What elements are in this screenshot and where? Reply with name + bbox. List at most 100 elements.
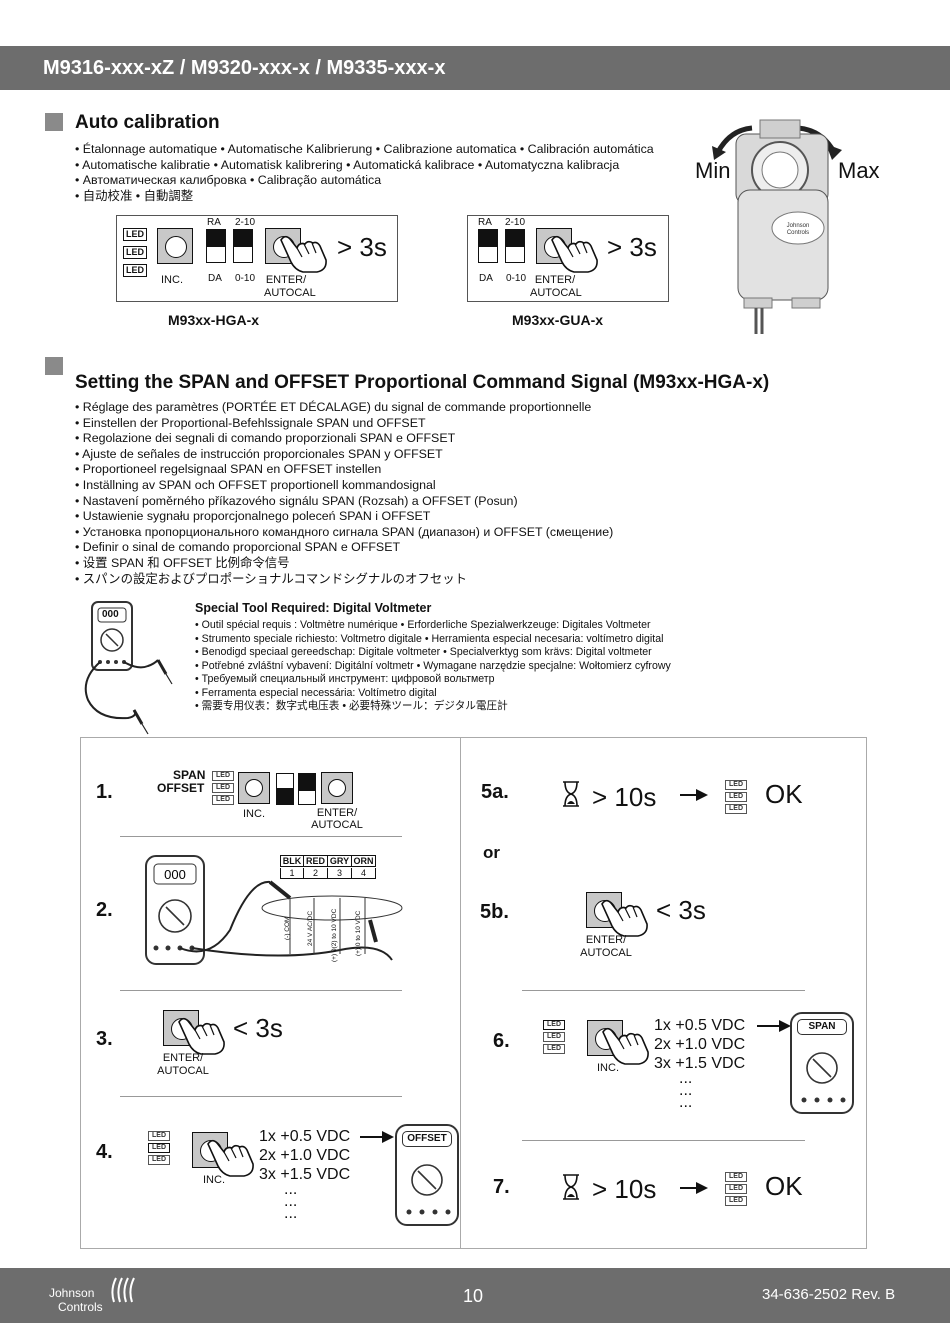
autocal-text: AUTOCAL bbox=[580, 947, 632, 959]
wire-color-table: BLK RED GRY ORN bbox=[280, 855, 376, 867]
document-number: 34-636-2502 Rev. B bbox=[762, 1286, 896, 1303]
pressing-hand-icon bbox=[280, 235, 327, 273]
range-switch[interactable] bbox=[233, 229, 253, 263]
range-switch[interactable] bbox=[505, 229, 525, 263]
inc-label: INC. bbox=[597, 1062, 619, 1074]
step-divider bbox=[120, 1096, 402, 1097]
terminal-number: 2 bbox=[304, 868, 328, 879]
enter-text: ENTER/ bbox=[316, 807, 358, 819]
voltage-step: 2x +1.0 VDC bbox=[259, 1147, 351, 1164]
wire-color: GRY bbox=[328, 855, 352, 867]
enter-autocal-label: ENTER/ AUTOCAL bbox=[530, 274, 582, 300]
voltage-step: 3x +1.5 VDC bbox=[259, 1166, 351, 1183]
led-stack: LED LED LED bbox=[123, 224, 147, 278]
steps-frame bbox=[80, 737, 867, 1249]
section-title-auto-calibration: Auto calibration bbox=[75, 112, 220, 133]
enter-autocal-label: ENTER/ AUTOCAL bbox=[264, 274, 316, 300]
bullet: • Установка пропорционального командного… bbox=[75, 524, 614, 539]
step-divider bbox=[522, 1140, 805, 1141]
inc-label: INC. bbox=[203, 1174, 225, 1186]
led-indicator: LED bbox=[123, 228, 147, 241]
offset-label: OFFSET bbox=[157, 781, 205, 795]
model-hga-label: M93xx-HGA-x bbox=[168, 312, 260, 328]
step-divider bbox=[522, 990, 805, 991]
voltage-step-ellipsis: ... bbox=[284, 1193, 298, 1210]
bullet: • Ustawienie sygnału proporcjonalnego po… bbox=[75, 509, 431, 524]
min-label: Min bbox=[695, 158, 731, 183]
bullet: • Étalonnage automatique • Automatische … bbox=[75, 142, 654, 156]
led-indicator: LED bbox=[212, 795, 234, 805]
ra-label: RA bbox=[207, 217, 221, 228]
range-2-10-label: 2-10 bbox=[505, 217, 526, 228]
voltage-step: 1x +0.5 VDC bbox=[259, 1128, 351, 1145]
hold-time-label: > 3s bbox=[337, 232, 387, 262]
enter-text: ENTER/ bbox=[534, 274, 576, 286]
meter-dial-icon bbox=[411, 1164, 443, 1196]
wire-color: BLK bbox=[280, 855, 304, 867]
step-number: 7. bbox=[493, 1176, 510, 1198]
enter-autocal-button[interactable] bbox=[321, 772, 353, 804]
ra-da-switch[interactable] bbox=[206, 229, 226, 263]
ok-label: OK bbox=[765, 1171, 803, 1201]
range-0-10-label: 0-10 bbox=[235, 273, 256, 284]
wire-color: ORN bbox=[352, 855, 376, 867]
tool-title: Special Tool Required: Digital Voltmeter bbox=[195, 601, 432, 615]
inc-button[interactable] bbox=[238, 772, 270, 804]
ra-label: RA bbox=[478, 217, 492, 228]
autocal-text: AUTOCAL bbox=[157, 1065, 209, 1077]
page-number: 10 bbox=[463, 1286, 484, 1306]
arrow-right-icon bbox=[757, 1020, 791, 1032]
meter-ports-icon bbox=[801, 1097, 846, 1103]
ra-da-switch[interactable] bbox=[276, 773, 294, 805]
led-indicator: LED bbox=[543, 1032, 565, 1042]
led-indicator: LED bbox=[212, 771, 234, 781]
voltage-step-ellipsis: ... bbox=[679, 1070, 693, 1087]
step-number: 1. bbox=[96, 781, 113, 803]
range-switch[interactable] bbox=[298, 773, 316, 805]
enter-autocal-label: ENTER/ AUTOCAL bbox=[576, 934, 636, 960]
ra-da-switch[interactable] bbox=[478, 229, 498, 263]
arrow-right-icon bbox=[680, 1182, 708, 1194]
led-indicator: LED bbox=[725, 780, 747, 790]
voltage-steps: 1x +0.5 VDC 2x +1.0 VDC 3x +1.5 VDC ... … bbox=[654, 1016, 746, 1111]
enter-text: ENTER/ bbox=[585, 934, 627, 946]
led-indicator: LED bbox=[725, 1172, 747, 1182]
bullet: • Definir o sinal de comando proporciona… bbox=[75, 540, 401, 555]
tool-bullets: • Outil spécial requis : Voltmètre numér… bbox=[195, 619, 671, 714]
voltmeter-icon: OFFSET bbox=[395, 1124, 459, 1226]
section-title-span-offset: Setting the SPAN and OFFSET Proportional… bbox=[75, 372, 770, 393]
wiring-illustration: 000 bbox=[145, 855, 403, 965]
step-number: 5a. bbox=[481, 781, 509, 803]
led-stack: LED LED LED bbox=[725, 780, 747, 816]
enter-text: ENTER/ bbox=[162, 1052, 204, 1064]
bullet: • Benodigd speciaal gereedschap: Digital… bbox=[195, 646, 652, 658]
voltage-step: 3x +1.5 VDC bbox=[654, 1055, 746, 1072]
voltage-steps: 1x +0.5 VDC 2x +1.0 VDC 3x +1.5 VDC ... … bbox=[259, 1127, 351, 1222]
section-marker bbox=[45, 357, 63, 375]
bullet: • Regolazione dei segnali di comando pro… bbox=[75, 431, 456, 446]
wait-time-label: > 10s bbox=[592, 1174, 657, 1204]
inc-label: INC. bbox=[161, 274, 183, 286]
footer-brand: Johnson Controls bbox=[49, 1286, 103, 1314]
autocal-text: AUTOCAL bbox=[311, 819, 363, 831]
bullet: • Требуемый специальный инструмент: цифр… bbox=[195, 673, 495, 685]
meter-ports-icon bbox=[406, 1209, 451, 1215]
gua-control-panel: RA 2-10 DA 0-10 ENTER/ AUTOCAL > 3s bbox=[467, 215, 669, 302]
terminal-label: (-) COM bbox=[284, 916, 291, 940]
hourglass-icon bbox=[563, 781, 579, 807]
page-title: M9316-xxx-xZ / M9320-xxx-x / M9335-xxx-x bbox=[43, 57, 446, 79]
inc-button[interactable] bbox=[157, 228, 193, 264]
voltmeter-illustration bbox=[84, 601, 173, 735]
step-number: 2. bbox=[96, 899, 113, 921]
led-stack: LED LED LED bbox=[725, 1172, 747, 1208]
terminal-number: 1 bbox=[280, 868, 304, 879]
pressing-hand-icon bbox=[602, 1027, 649, 1065]
led-indicator: LED bbox=[725, 804, 747, 814]
bullet: • 需要专用仪表：数字式电压表 • 必要特殊ツール：デジタル電圧計 bbox=[195, 700, 508, 712]
enter-text: ENTER/ bbox=[265, 274, 307, 286]
bullet: • Inställning av SPAN och OFFSET proport… bbox=[75, 477, 436, 492]
autocal-text: AUTOCAL bbox=[264, 287, 316, 299]
header-bar bbox=[0, 46, 950, 90]
section-marker bbox=[45, 113, 63, 131]
footer-bar bbox=[0, 1268, 950, 1323]
